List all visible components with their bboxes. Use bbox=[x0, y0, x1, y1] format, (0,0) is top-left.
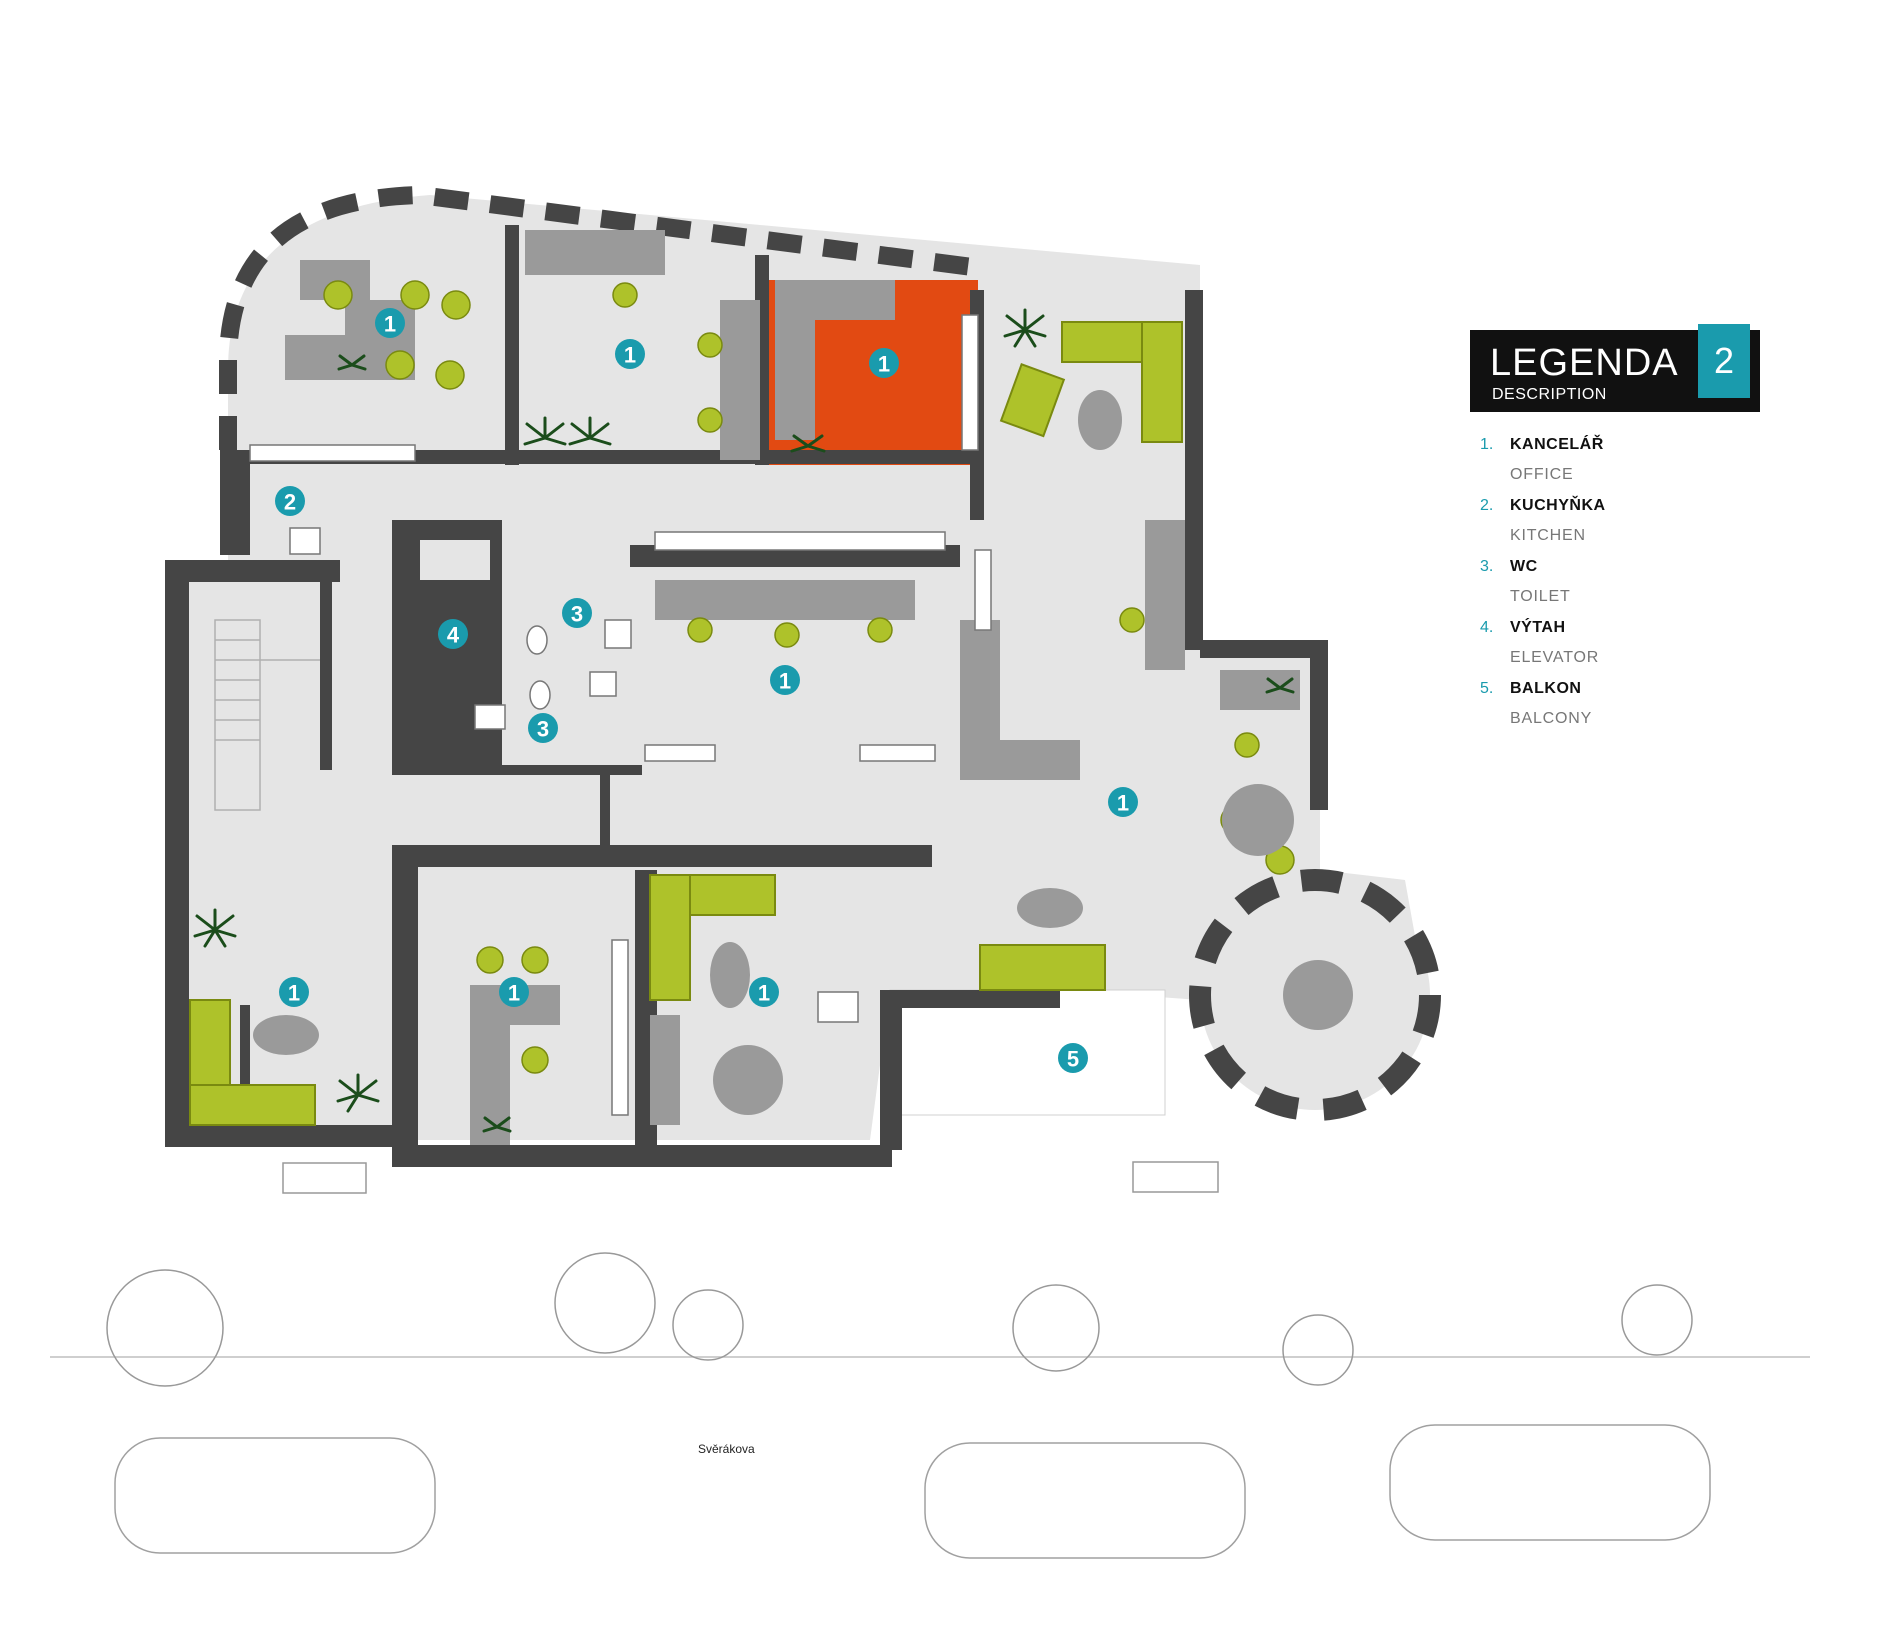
marker-office[interactable]: 1 bbox=[615, 339, 645, 369]
legend-subtitle: DESCRIPTION bbox=[1492, 386, 1607, 403]
tables bbox=[253, 390, 1353, 1115]
legend-item-name: VÝTAH bbox=[1510, 619, 1566, 636]
marker-wc[interactable]: 3 bbox=[528, 713, 558, 743]
svg-text:1: 1 bbox=[758, 981, 770, 1006]
legend-item-kitchen: 2. KUCHYŇKA KITCHEN bbox=[1480, 493, 1770, 554]
svg-text:1: 1 bbox=[1117, 791, 1129, 816]
svg-text:1: 1 bbox=[779, 669, 791, 694]
svg-text:1: 1 bbox=[384, 312, 396, 337]
curved-wall bbox=[219, 185, 982, 450]
svg-text:5: 5 bbox=[1067, 1047, 1079, 1072]
street-name: Svěrákova bbox=[698, 1442, 755, 1456]
legend-item-elevator: 4. VÝTAH ELEVATOR bbox=[1480, 615, 1770, 676]
toilets bbox=[289, 527, 859, 1023]
legend-item-translation: KITCHEN bbox=[1510, 527, 1586, 544]
trees bbox=[106, 1252, 1693, 1387]
svg-text:3: 3 bbox=[537, 717, 549, 742]
benches bbox=[282, 1161, 1219, 1194]
cars bbox=[114, 1424, 1711, 1559]
legend-item-name: WC bbox=[1510, 558, 1538, 575]
legend-item-wc: 3. WC TOILET bbox=[1480, 554, 1770, 615]
marker-office[interactable]: 1 bbox=[1108, 787, 1138, 817]
shelves bbox=[249, 314, 992, 1116]
marker-balcony[interactable]: 5 bbox=[1058, 1043, 1088, 1073]
legend-item-number: 2. bbox=[1480, 497, 1494, 514]
legend-item-name: BALKON bbox=[1510, 680, 1582, 697]
marker-office[interactable]: 1 bbox=[375, 308, 405, 338]
legend-item-number: 3. bbox=[1480, 558, 1494, 575]
floor-badge: 2 bbox=[1698, 324, 1750, 398]
legend-item-number: 5. bbox=[1480, 680, 1494, 697]
marker-elevator[interactable]: 4 bbox=[438, 619, 468, 649]
legend-item-translation: TOILET bbox=[1510, 588, 1571, 605]
legend-item-name: KANCELÁŘ bbox=[1510, 436, 1604, 453]
walls bbox=[165, 225, 1328, 1167]
legend-item-name: KUCHYŇKA bbox=[1510, 497, 1606, 514]
legend-header: LEGENDA DESCRIPTION 2 bbox=[1470, 324, 1760, 412]
svg-text:3: 3 bbox=[571, 602, 583, 627]
legend-item-balcony: 5. BALKON BALCONY bbox=[1480, 676, 1770, 737]
marker-office[interactable]: 1 bbox=[749, 977, 779, 1007]
legend: LEGENDA DESCRIPTION 2 1. KANCELÁŘ OFFICE… bbox=[1470, 324, 1770, 737]
legend-item-number: 1. bbox=[1480, 436, 1494, 453]
marker-office[interactable]: 1 bbox=[499, 977, 529, 1007]
chairs bbox=[323, 280, 1295, 1074]
legend-title: LEGENDA bbox=[1490, 342, 1679, 384]
bay-wall bbox=[1189, 869, 1441, 1121]
svg-text:1: 1 bbox=[624, 343, 636, 368]
svg-text:1: 1 bbox=[288, 981, 300, 1006]
sofas bbox=[189, 321, 1183, 1126]
svg-text:1: 1 bbox=[878, 352, 890, 377]
svg-text:4: 4 bbox=[447, 623, 460, 648]
marker-office[interactable]: 1 bbox=[770, 665, 800, 695]
marker-wc[interactable]: 3 bbox=[562, 598, 592, 628]
plants bbox=[193, 308, 1295, 1133]
legend-item-translation: OFFICE bbox=[1510, 466, 1574, 483]
marker-office[interactable]: 1 bbox=[279, 977, 309, 1007]
svg-text:1: 1 bbox=[508, 981, 520, 1006]
marker-kitchen[interactable]: 2 bbox=[275, 486, 305, 516]
staircase bbox=[214, 619, 320, 811]
legend-list: 1. KANCELÁŘ OFFICE 2. KUCHYŇKA KITCHEN 3… bbox=[1480, 432, 1770, 737]
legend-item-office: 1. KANCELÁŘ OFFICE bbox=[1480, 432, 1770, 493]
legend-item-translation: ELEVATOR bbox=[1510, 649, 1600, 666]
markers: 1 1 1 2 3 3 4 1 1 1 1 1 5 bbox=[275, 308, 1138, 1073]
svg-text:2: 2 bbox=[284, 490, 296, 515]
legend-item-translation: BALCONY bbox=[1510, 710, 1593, 727]
legend-item-number: 4. bbox=[1480, 619, 1494, 636]
marker-office-highlighted[interactable]: 1 bbox=[869, 348, 899, 378]
